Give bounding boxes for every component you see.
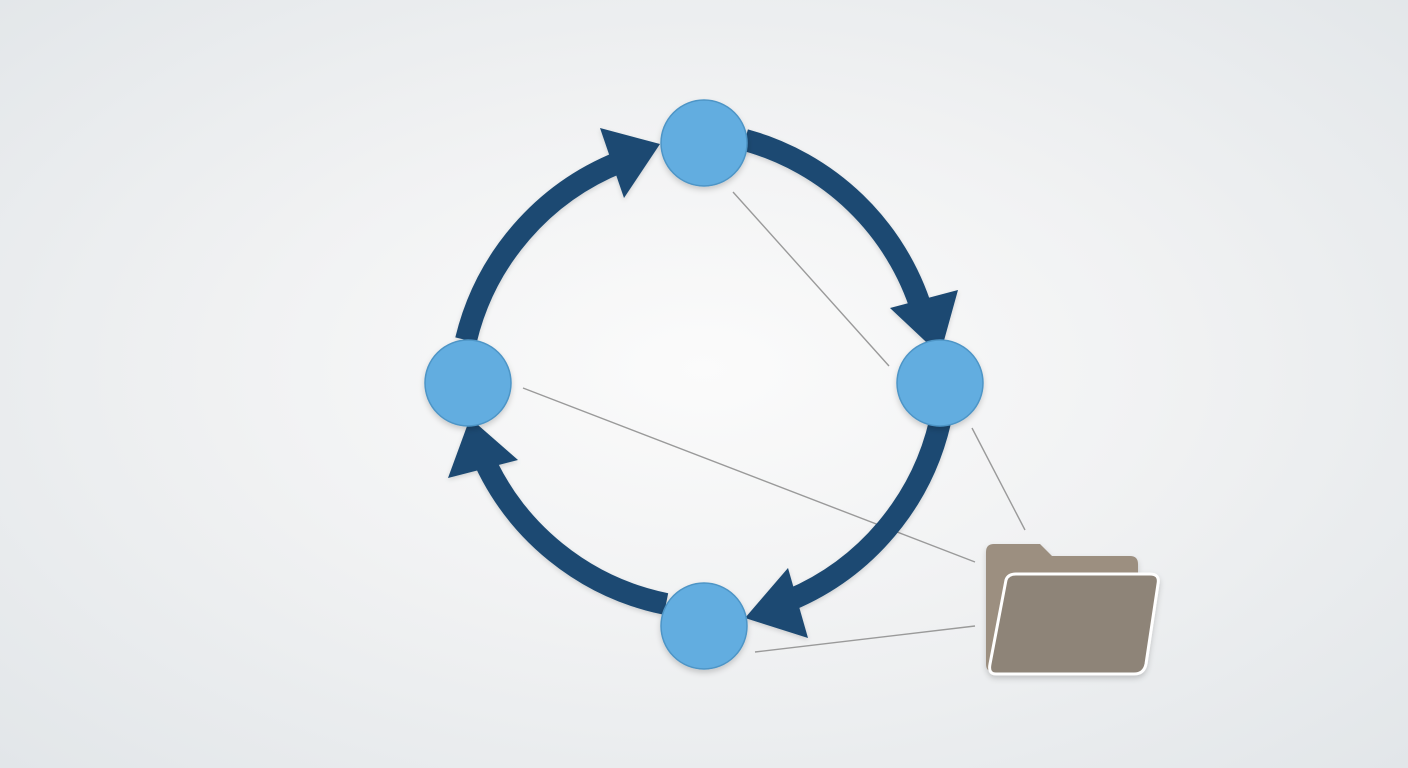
cycle-arrows <box>448 128 958 638</box>
node-left <box>424 339 512 427</box>
arrowhead-top-to-right <box>890 290 958 355</box>
arrowhead-right-to-bottom <box>745 568 808 638</box>
connector-bottom-node-folder <box>754 625 976 653</box>
node-right <box>896 339 984 427</box>
connector-top-node-folder <box>732 191 890 367</box>
arrowhead-left-to-top <box>600 128 660 198</box>
cycle-nodes <box>424 99 984 670</box>
node-bottom <box>660 582 748 670</box>
connector-left-node-folder <box>522 387 976 563</box>
arc-top-to-right <box>742 129 933 315</box>
arc-bottom-to-left <box>471 450 669 615</box>
connector-right-node-folder <box>971 427 1026 531</box>
connector-lines <box>522 191 1026 653</box>
node-top <box>660 99 748 187</box>
folder-icon <box>986 544 1160 676</box>
arc-left-to-top <box>455 151 625 343</box>
arc-right-to-bottom <box>785 419 951 611</box>
arrowhead-bottom-to-left <box>448 418 518 478</box>
folder-front <box>988 572 1160 676</box>
